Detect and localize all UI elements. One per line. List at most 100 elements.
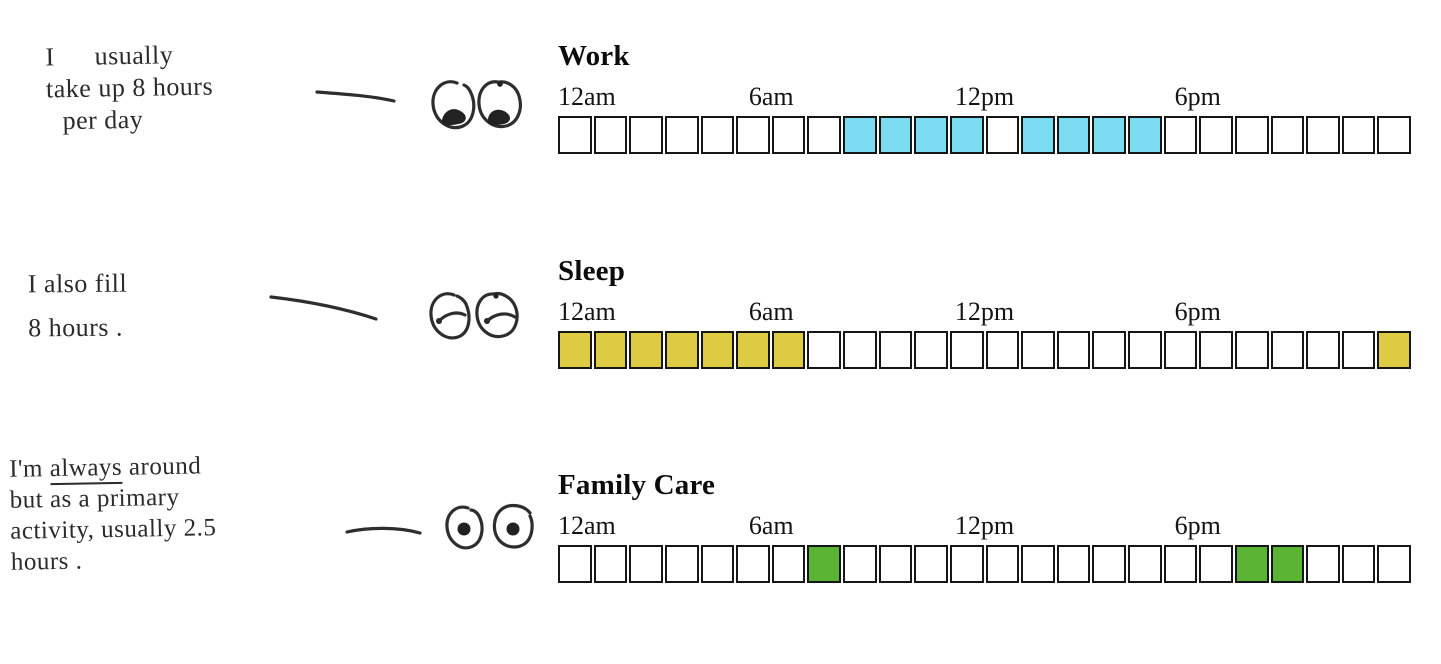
hour-cell <box>700 116 735 154</box>
hour-cell <box>878 116 913 154</box>
hour-cell <box>1056 331 1091 369</box>
hour-cell <box>843 116 877 154</box>
hour-cell <box>1092 331 1126 369</box>
hour-cell <box>807 545 841 583</box>
eyes-closed-icon <box>429 291 519 340</box>
hour-cell <box>1021 331 1055 369</box>
hour-cell <box>1234 116 1269 154</box>
hour-cell <box>949 331 984 369</box>
hour-cell <box>1056 545 1091 583</box>
hour-axis: 12am 6am 12pm 6pm <box>558 297 1411 327</box>
hour-grid <box>558 331 1411 369</box>
chart-family-care: Family Care 12am 6am 12pm 6pm <box>558 467 1411 583</box>
connector-line <box>315 90 396 103</box>
hour-cell <box>736 545 770 583</box>
hour-cell <box>843 331 877 369</box>
hour-cell <box>1341 331 1376 369</box>
hour-cell <box>1306 116 1340 154</box>
activity-title: Sleep <box>558 255 626 287</box>
hour-cell <box>1306 545 1340 583</box>
connector-line <box>345 526 422 535</box>
hour-cell <box>1234 545 1269 583</box>
note-line: per day <box>62 104 144 136</box>
hour-cell <box>949 116 984 154</box>
hour-cell <box>878 331 913 369</box>
hour-cell <box>629 116 663 154</box>
note-family-care: I'm always around but as a primary activ… <box>9 450 217 578</box>
activity-title: Work <box>558 40 630 72</box>
hour-cell <box>736 331 770 369</box>
hour-cell <box>1341 545 1376 583</box>
tick-label: 6am <box>748 297 794 326</box>
tick-label: 12am <box>558 82 616 111</box>
eyes-looking-down-icon <box>431 80 522 130</box>
tick-label: 6pm <box>1174 511 1221 540</box>
eyes-open-icon <box>445 503 534 550</box>
hour-cell <box>807 331 841 369</box>
hour-cell <box>985 545 1020 583</box>
hour-cell <box>1199 116 1233 154</box>
hour-cell <box>1021 116 1055 154</box>
tick-label: 6am <box>748 511 794 540</box>
hour-cell <box>1163 116 1198 154</box>
note-text: I <box>45 42 55 72</box>
note-line: but as a primary <box>9 483 180 514</box>
hour-cell <box>558 116 592 154</box>
hour-cell <box>629 545 663 583</box>
tick-label: 12pm <box>954 511 1015 540</box>
hour-cell <box>985 331 1020 369</box>
note-line: take up 8 hours <box>45 71 214 104</box>
hour-cell <box>558 331 592 369</box>
hour-cell <box>914 331 948 369</box>
hour-grid <box>558 116 1411 154</box>
hour-cell <box>593 116 628 154</box>
hour-cell <box>985 116 1020 154</box>
hour-cell <box>736 116 770 154</box>
hour-cell <box>771 116 806 154</box>
connector-line <box>269 295 378 321</box>
hour-cell <box>1306 331 1340 369</box>
note-line: I'm always around <box>8 450 216 486</box>
hour-cell <box>1341 116 1376 154</box>
note-line: hours . <box>10 547 83 576</box>
hour-cell <box>700 545 735 583</box>
hour-cell <box>1128 116 1162 154</box>
hour-cell <box>1092 545 1126 583</box>
note-text: around <box>121 452 202 481</box>
hour-cell <box>1199 545 1233 583</box>
hour-axis: 12am 6am 12pm 6pm <box>558 511 1411 541</box>
hour-cell <box>1270 545 1305 583</box>
note-sleep: I also fill 8 hours . <box>28 262 128 351</box>
hour-cell <box>1056 116 1091 154</box>
gap <box>55 65 95 66</box>
hour-cell <box>878 545 913 583</box>
hour-cell <box>1377 331 1411 369</box>
hour-cell <box>843 545 877 583</box>
tick-label: 12am <box>558 297 616 326</box>
tick-label: 12pm <box>954 82 1015 111</box>
hour-cell <box>1021 545 1055 583</box>
hour-cell <box>664 331 699 369</box>
note-line: 8 hours . <box>28 312 124 343</box>
tick-label: 12pm <box>954 297 1015 326</box>
hour-cell <box>593 545 628 583</box>
tick-label: 6pm <box>1174 82 1221 111</box>
tick-label: 12am <box>558 511 616 540</box>
hour-cell <box>771 545 806 583</box>
note-text: I'm <box>8 455 50 483</box>
hour-cell <box>1270 331 1305 369</box>
tick-label: 6pm <box>1174 297 1221 326</box>
note-text: usually <box>94 40 174 71</box>
hour-cell <box>629 331 663 369</box>
hour-cell <box>807 116 841 154</box>
hour-cell <box>1270 116 1305 154</box>
hour-cell <box>664 545 699 583</box>
hour-cell <box>1199 331 1233 369</box>
underlined-word: always <box>49 453 123 486</box>
hour-cell <box>593 331 628 369</box>
hour-cell <box>1234 331 1269 369</box>
hour-cell <box>914 116 948 154</box>
hour-cell <box>700 331 735 369</box>
hour-grid <box>558 545 1411 583</box>
